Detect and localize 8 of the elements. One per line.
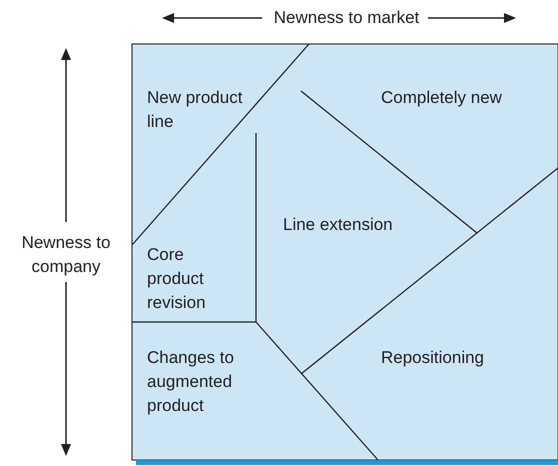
- axis-label: Newness to market: [272, 7, 420, 29]
- region-label: Repositioning: [381, 347, 486, 369]
- axis-label: Newness to company: [20, 232, 112, 278]
- region-label: New product line: [147, 87, 244, 133]
- region-label: Completely new: [381, 87, 503, 109]
- region-label: Changes to augmented product: [147, 347, 235, 417]
- region-label: Core product revision: [147, 244, 207, 314]
- region-label: Line extension: [283, 214, 394, 236]
